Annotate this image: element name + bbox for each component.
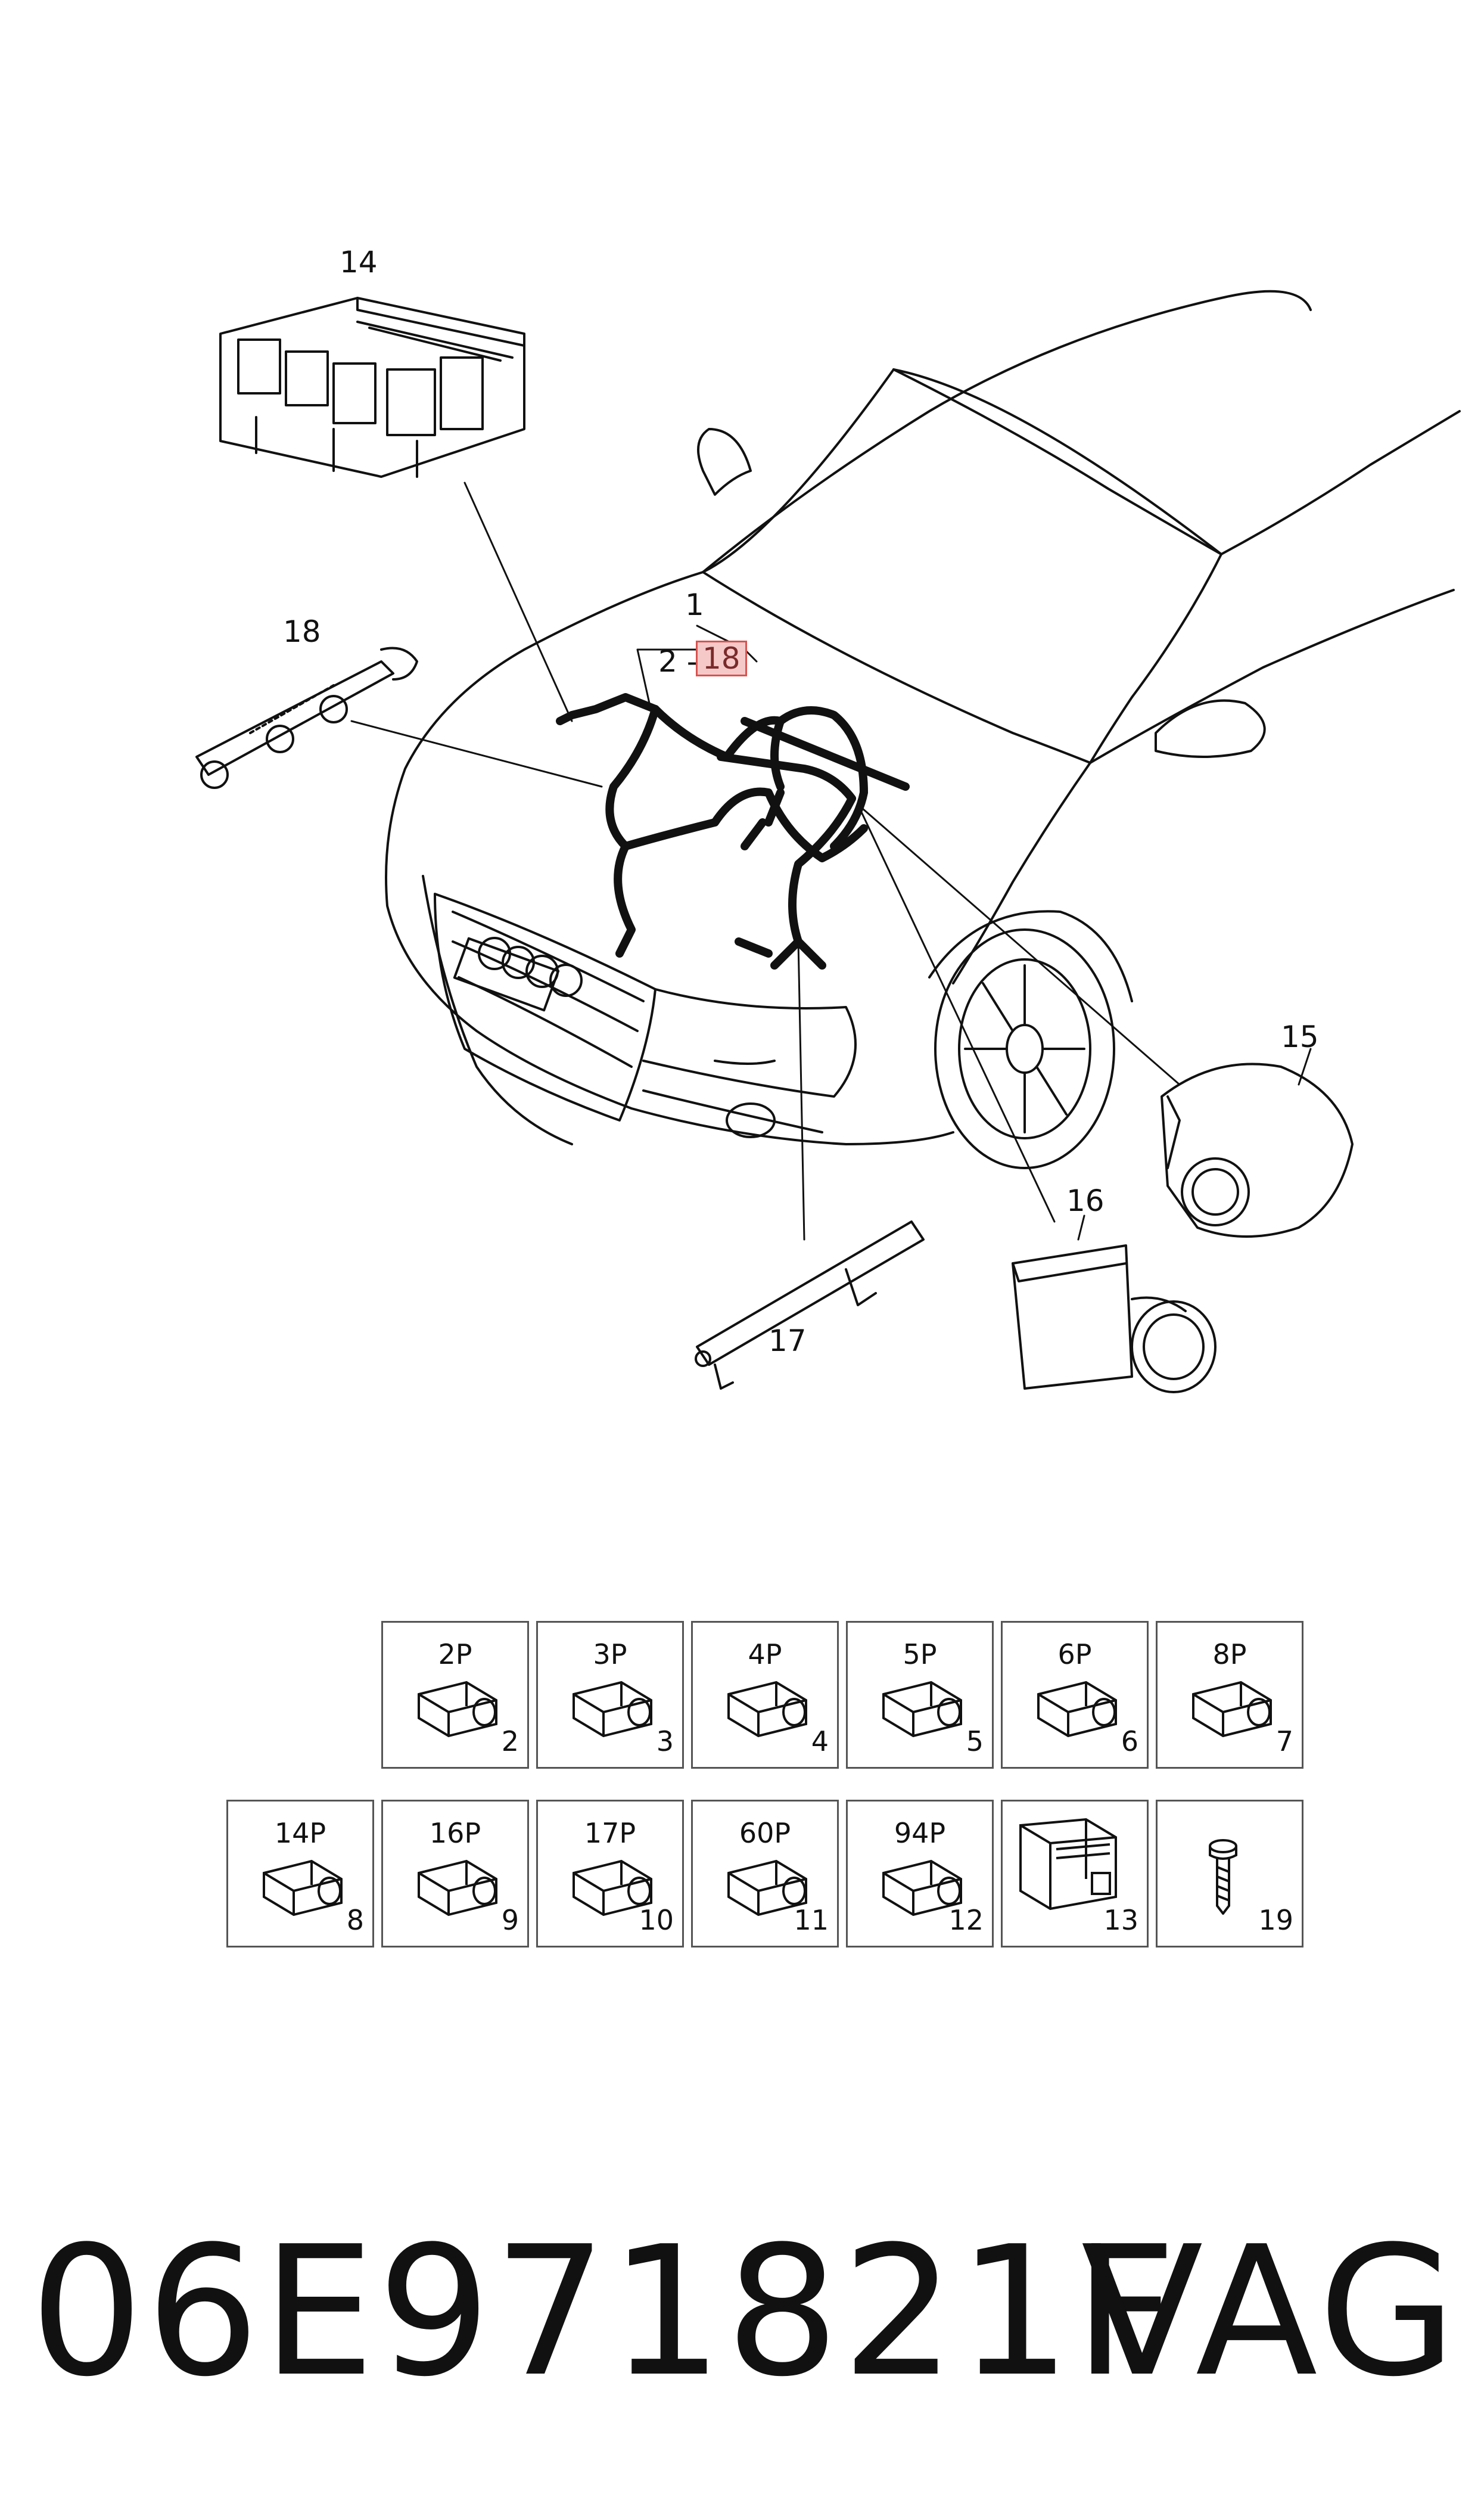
- car-outline: [385, 290, 1461, 1169]
- pin-count-label: 6P: [1057, 1638, 1092, 1670]
- pin-count-label: 3P: [593, 1638, 627, 1670]
- connector-cell-14p[interactable]: 14P 8: [226, 1800, 374, 1948]
- callout-18-highlight[interactable]: 18: [696, 641, 747, 676]
- relay-box-part-14: [219, 297, 525, 478]
- ref-number: 5: [966, 1725, 984, 1757]
- connector-icon: [727, 1681, 807, 1738]
- ref-number: 12: [948, 1904, 984, 1936]
- ref-number: 11: [794, 1904, 829, 1936]
- injector-rail-part-18: [195, 647, 418, 789]
- connector-icon: [1192, 1681, 1272, 1738]
- connector-cell-3p[interactable]: 3P 3: [536, 1621, 684, 1769]
- callout-14: 14: [340, 245, 378, 279]
- callout-2: 2 -: [658, 644, 698, 679]
- housing-part-16: [1012, 1244, 1217, 1393]
- callout-16: 16: [1066, 1184, 1105, 1218]
- pin-count-label: 8P: [1212, 1638, 1247, 1670]
- connector-cell-6p[interactable]: 6P 6: [1001, 1621, 1149, 1769]
- ref-number: 2: [501, 1725, 519, 1757]
- connector-icon: [882, 1859, 962, 1917]
- rail-part-17: [695, 1220, 925, 1390]
- ref-number: 9: [501, 1904, 519, 1936]
- exploded-diagram: 14 18 1 2 - 18 15 16 17: [195, 245, 1461, 1393]
- callout-1: 1: [685, 588, 704, 622]
- ref-number: 19: [1258, 1904, 1293, 1936]
- callout-18-rail: 18: [283, 614, 321, 649]
- part-number: 06E971821F: [30, 2208, 1180, 2416]
- connector-cell-60p[interactable]: 60P 11: [691, 1800, 839, 1948]
- callout-17: 17: [769, 1324, 807, 1358]
- connector-icon: [418, 1859, 497, 1917]
- connector-cell-19[interactable]: 19: [1156, 1800, 1303, 1948]
- footer: 06E971821F VAG: [30, 2223, 1460, 2449]
- pin-count-label: 16P: [429, 1817, 481, 1849]
- connector-icon: [727, 1859, 807, 1917]
- ref-number: 4: [811, 1725, 829, 1757]
- ref-number: 13: [1103, 1904, 1138, 1936]
- ref-number: 10: [639, 1904, 674, 1936]
- control-unit-icon: [1019, 1818, 1117, 1911]
- connector-cell-8p[interactable]: 8P 7: [1156, 1621, 1303, 1769]
- connector-icon: [573, 1859, 652, 1917]
- ref-number: 7: [1275, 1725, 1293, 1757]
- pin-count-label: 4P: [748, 1638, 782, 1670]
- ref-number: 3: [656, 1725, 674, 1757]
- pin-count-label: 60P: [739, 1817, 791, 1849]
- pin-count-label: 14P: [274, 1817, 326, 1849]
- pin-count-label: 17P: [584, 1817, 636, 1849]
- housing-part-15: [1161, 1063, 1354, 1238]
- connector-icon: [573, 1681, 652, 1738]
- connector-cell-16p[interactable]: 16P 9: [381, 1800, 529, 1948]
- ref-number: 6: [1121, 1725, 1138, 1757]
- connector-cell-17p[interactable]: 17P 10: [536, 1800, 684, 1948]
- pin-count-label: 94P: [894, 1817, 946, 1849]
- connector-cell-2p[interactable]: 2P 2: [381, 1621, 529, 1769]
- connector-cell-13[interactable]: 13: [1001, 1800, 1149, 1948]
- connector-icon: [418, 1681, 497, 1738]
- diagram-artwork: [195, 290, 1461, 1393]
- screw-icon: [1209, 1839, 1237, 1915]
- brand-label: VAG: [1081, 2208, 1460, 2416]
- wiring-harness: [556, 693, 910, 970]
- connector-cell-5p[interactable]: 5P 5: [846, 1621, 994, 1769]
- connector-cell-4p[interactable]: 4P 4: [691, 1621, 839, 1769]
- connector-icon: [1037, 1681, 1117, 1738]
- connector-cell-94p[interactable]: 94P 12: [846, 1800, 994, 1948]
- ref-number: 8: [346, 1904, 364, 1936]
- callout-15: 15: [1281, 1020, 1319, 1054]
- pin-count-label: 2P: [438, 1638, 472, 1670]
- connector-icon: [263, 1859, 343, 1917]
- pin-count-label: 5P: [903, 1638, 937, 1670]
- connector-icon: [882, 1681, 962, 1738]
- leader-lines: [350, 482, 1312, 1241]
